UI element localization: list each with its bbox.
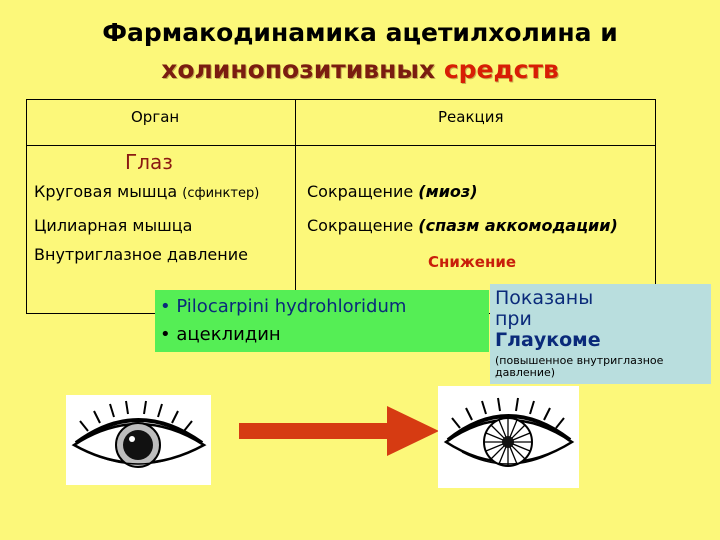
indication-line-2: при (495, 308, 532, 330)
drug-item-1: • Pilocarpini hydrohloridum (160, 296, 407, 317)
table-row-organ-3: Внутриглазное давление (34, 245, 248, 264)
table-row-reaction-1: Сокращение (миоз) (307, 182, 478, 201)
table-row-reaction-2: Сокращение (спазм аккомодации) (307, 216, 618, 235)
table-row-organ-1: Круговая мышца (сфинктер) (34, 182, 259, 201)
eye-before (66, 395, 211, 485)
reaction-prefix: Сокращение (307, 182, 414, 201)
slide-title: Фармакодинамика ацетилхолина и холинопоз… (0, 14, 720, 88)
indication-box: Показаны при Глаукоме (повышенное внутри… (490, 284, 711, 384)
drug-item-2: • ацеклидин (160, 324, 281, 345)
title-line-1: Фармакодинамика ацетилхолина и (102, 18, 618, 47)
indication-line-1: Показаны (495, 287, 594, 309)
reaction-detail: (миоз) (418, 182, 478, 201)
drugs-box: • Pilocarpini hydrohloridum • ацеклидин (155, 290, 489, 352)
organ-group-title: Глаз (125, 150, 173, 174)
table-column-divider (295, 100, 296, 313)
right-arrow-icon (239, 406, 439, 456)
title-line-2-red: средств (443, 55, 559, 84)
eye-dilated-pupil-icon (71, 400, 207, 468)
title-line-2: холинопозитивных средств (0, 51, 720, 88)
organ-note: (сфинктер) (182, 186, 260, 201)
table-row-organ-2: Цилиарная мышца (34, 216, 193, 235)
eye-constricted-pupil-icon (443, 397, 575, 467)
indication-note: (повышенное внутриглазное давление) (495, 354, 664, 379)
header-organ: Орган (131, 108, 180, 126)
reaction-detail: (спазм аккомодации) (418, 216, 618, 235)
organ-name: Круговая мышца (34, 182, 178, 201)
pharmacodynamics-table: Орган Реакция Глаз Круговая мышца (сфинк… (26, 99, 656, 314)
reaction-prefix: Сокращение (307, 216, 414, 235)
table-row-reaction-3: Снижение (428, 253, 517, 271)
title-line-2-dark: холинопозитивных (161, 55, 436, 84)
indication-line-3: Глаукоме (495, 329, 601, 351)
eye-after (438, 386, 579, 488)
header-reaction: Реакция (438, 108, 504, 126)
table-header-divider (27, 145, 655, 146)
